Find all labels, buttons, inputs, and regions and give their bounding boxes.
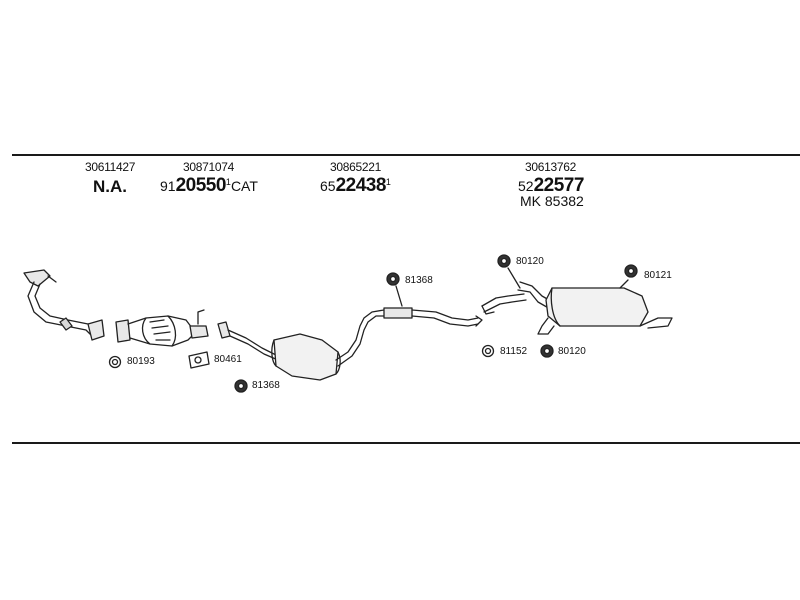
fitting-label-80120-upper: 80120	[516, 256, 544, 267]
top-rule	[12, 154, 800, 156]
fitting-label-80120-lower: 80120	[558, 346, 586, 357]
part-1-ref: 30611427	[85, 160, 136, 174]
fitting-label-81152: 81152	[500, 346, 528, 357]
fitting-80193-shape	[108, 355, 122, 369]
fitting-80120-lower-shape	[540, 344, 554, 358]
front-pipe	[23, 269, 105, 341]
fitting-81152-shape	[481, 344, 495, 358]
fitting-label-81368-upper: 81368	[405, 275, 433, 286]
part-4-code: 5222577	[518, 176, 584, 195]
part-2-prefix: 91	[160, 178, 176, 194]
intermediate-pipe	[335, 307, 483, 367]
part-2-number: 20550	[175, 175, 227, 196]
catalytic-converter	[115, 309, 209, 347]
part-2-ref: 30871074	[183, 160, 234, 174]
fitting-label-80193: 80193	[127, 356, 155, 367]
rear-silencer	[481, 279, 673, 335]
fitting-80121-shape	[624, 264, 638, 278]
part-4-ref: 30613762	[525, 160, 576, 174]
part-1-code: N.A.	[93, 177, 127, 196]
fitting-label-80121: 80121	[644, 270, 672, 281]
centre-silencer	[217, 321, 341, 381]
fitting-80461-shape	[188, 351, 210, 369]
fitting-81368-upper-shape	[386, 272, 403, 307]
bottom-rule	[12, 442, 800, 444]
fitting-80120-upper-shape	[497, 254, 521, 289]
part-2-suffix: CAT	[230, 178, 258, 194]
part-3-code: 65224381	[320, 176, 391, 195]
part-3-prefix: 65	[320, 178, 336, 194]
part-3-superscript: 1	[385, 177, 391, 187]
part-2-superscript: 1	[225, 177, 231, 187]
part-3-ref: 30865221	[330, 160, 381, 174]
part-4-prefix: 52	[518, 178, 534, 194]
fitting-label-81368-lower: 81368	[252, 380, 280, 391]
part-2-code: 91205501CAT	[160, 176, 258, 195]
fitting-label-80461: 80461	[214, 354, 242, 365]
fitting-81368-lower-shape	[234, 379, 248, 393]
part-3-number: 22438	[335, 175, 387, 196]
part-4-number: 22577	[533, 175, 585, 196]
part-4-kit: MK 85382	[520, 193, 584, 209]
